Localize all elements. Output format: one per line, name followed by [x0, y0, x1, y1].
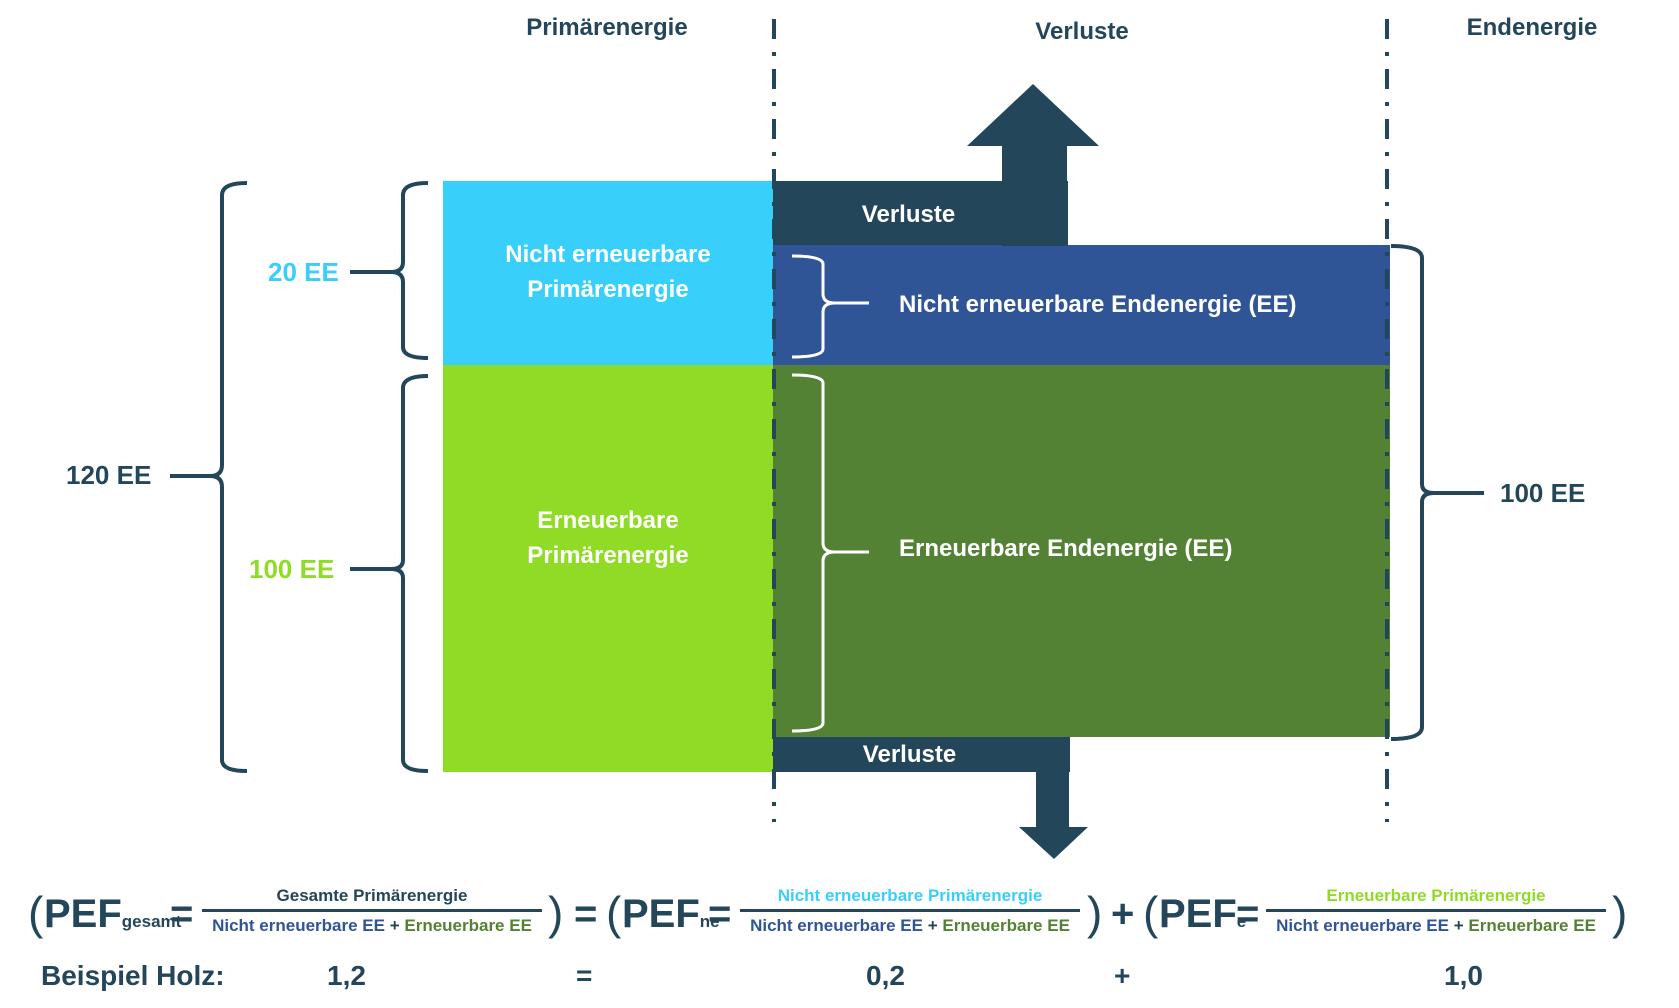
box-label-line: Primärenergie — [527, 276, 689, 303]
paren-open: ( — [606, 887, 622, 939]
equals-sign: = — [574, 892, 598, 936]
bracket-final-total-icon — [1390, 244, 1484, 741]
box-label-line: Primärenergie — [527, 542, 689, 569]
header-final-energy: Endenergie — [1466, 14, 1598, 41]
losses-top-label: Verluste — [861, 201, 956, 228]
pef-ne-symbol: PEFne — [622, 892, 720, 936]
denominator: Nicht erneuerbare EE + Erneuerbare EE — [1276, 916, 1596, 935]
paren-close: ) — [1612, 887, 1628, 939]
bracket-white-renewable-icon — [791, 373, 869, 733]
fraction-bar — [202, 909, 542, 912]
example-label: Beispiel Holz: — [41, 960, 225, 991]
renewable-primary-box: Erneuerbare Primärenergie — [443, 365, 773, 772]
box-label-line: Erneuerbare — [537, 507, 679, 534]
label-renewable: 100 EE — [249, 554, 335, 584]
label-final-total: 100 EE — [1500, 478, 1586, 508]
fraction-total: Gesamte Primärenergie Nicht erneuerbare … — [202, 884, 542, 937]
losses-up-arrow-icon — [967, 84, 1099, 246]
box-label-line: Nicht erneuerbare — [505, 241, 711, 268]
paren-open: ( — [28, 887, 44, 939]
numerator: Gesamte Primärenergie — [276, 886, 468, 905]
losses-bottom-box: Verluste — [773, 737, 1070, 772]
example-equals: = — [576, 960, 593, 991]
example-total-value: 1,2 — [327, 960, 366, 991]
bracket-total-icon — [170, 181, 248, 773]
fraction-e: Erneuerbare Primärenergie Nicht erneuerb… — [1266, 884, 1606, 937]
fraction-bar — [1266, 909, 1606, 912]
renewable-final-box: Erneuerbare Endenergie (EE) — [773, 365, 1390, 737]
example-renewable-value: 1,0 — [1444, 960, 1483, 991]
plus-sign: + — [1111, 892, 1135, 936]
fraction-bar — [740, 909, 1080, 912]
pef-total-symbol: PEFgesamt — [44, 892, 182, 936]
numerator: Nicht erneuerbare Primärenergie — [777, 886, 1043, 905]
denominator: Nicht erneuerbare EE + Erneuerbare EE — [212, 916, 532, 935]
losses-bottom-label: Verluste — [862, 740, 957, 768]
label-non-renewable: 20 EE — [268, 257, 339, 287]
bracket-non-renewable-icon — [350, 181, 429, 360]
pef-e-symbol: PEFe — [1159, 892, 1247, 936]
example-plus: + — [1114, 960, 1131, 991]
label-total: 120 EE — [66, 460, 152, 490]
example-non-renewable-value: 0,2 — [866, 960, 905, 991]
non-renewable-primary-box: Nicht erneuerbare Primärenergie — [443, 181, 773, 365]
non-renewable-final-box: Nicht erneuerbare Endenergie (EE) — [773, 245, 1390, 365]
numerator: Erneuerbare Primärenergie — [1326, 886, 1546, 905]
header-losses: Verluste — [1035, 18, 1129, 45]
fraction-ne: Nicht erneuerbare Primärenergie Nicht er… — [740, 884, 1080, 937]
header-primary-energy: Primärenergie — [526, 14, 688, 41]
paren-close: ) — [1087, 887, 1103, 939]
equals-sign: = — [1236, 892, 1260, 936]
equals-sign: = — [708, 892, 732, 936]
losses-down-arrow-icon — [1019, 772, 1088, 859]
renewable-final-label: Erneuerbare Endenergie (EE) — [899, 535, 1233, 562]
bracket-white-non-renewable-icon — [791, 254, 869, 359]
denominator: Nicht erneuerbare EE + Erneuerbare EE — [750, 916, 1070, 935]
bracket-renewable-icon — [350, 374, 429, 773]
non-renewable-final-label: Nicht erneuerbare Endenergie (EE) — [899, 291, 1297, 318]
equals-sign: = — [170, 892, 194, 936]
formula-row: ( PEFgesamt = Gesamte Primärenergie Nich… — [0, 882, 1679, 952]
paren-open: ( — [1143, 887, 1159, 939]
paren-close: ) — [548, 887, 564, 939]
